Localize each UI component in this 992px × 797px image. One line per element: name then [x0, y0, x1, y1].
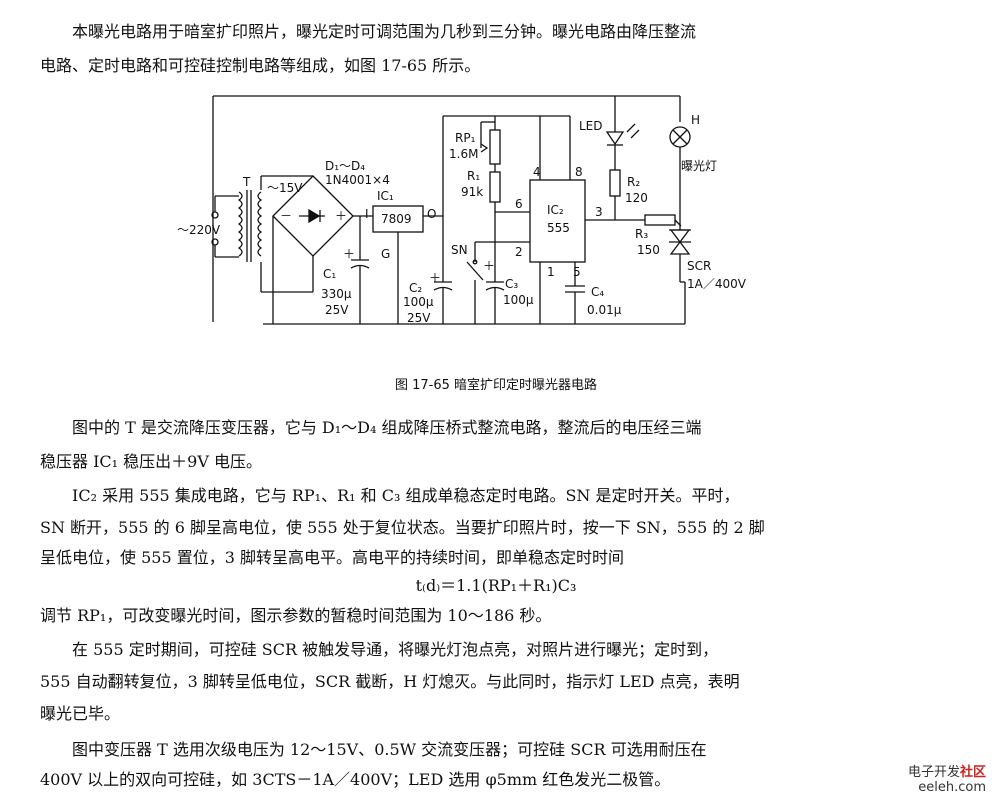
svg-text:＋: ＋: [483, 259, 495, 273]
led-label: LED: [579, 119, 603, 133]
c4-value: 0.01μ: [587, 303, 622, 317]
body-p5-line-2: 400V 以上的双向可控硅，如 3CTS－1A／400V；LED 选用 φ5mm…: [40, 770, 671, 789]
pin8-label: 8: [575, 165, 583, 179]
body-p4-line-1: 在 555 定时期间，可控硅 SCR 被触发导通，将曝光灯泡点亮，对照片进行曝光…: [72, 640, 719, 659]
r1-value: 91k: [461, 185, 483, 199]
intro-line-2: 电路、定时电路和可控硅控制电路等组成，如图 17-65 所示。: [40, 56, 481, 75]
watermark-text-2: 社区: [959, 765, 986, 780]
scr-value: 1A／400V: [687, 277, 747, 291]
ic2-timer: [529, 179, 586, 263]
sn-label: SN: [451, 243, 468, 257]
led-indicator: [605, 131, 625, 146]
scr-triac: [669, 229, 691, 244]
lamp-name-label: 曝光灯: [681, 159, 717, 173]
rp1-potentiometer: [489, 129, 501, 165]
svg-text:＋: ＋: [343, 247, 355, 261]
pin2-label: 2: [515, 245, 523, 259]
body-p5-line-1: 图中变压器 T 选用次级电压为 12～15V、0.5W 交流变压器；可控硅 SC…: [72, 740, 707, 759]
ic2-label: IC₂: [547, 203, 564, 217]
watermark-site: eeleh.com: [918, 780, 986, 795]
c1-label: C₁: [323, 267, 336, 281]
bridge-part-label: 1N4001×4: [325, 173, 390, 187]
c2-plate-bottom: [433, 286, 453, 291]
pin5-label: 5: [573, 265, 581, 279]
c2-value-2: 25V: [407, 311, 431, 325]
body-p1-line-1: 图中的 T 是交流降压变压器，它与 D₁～D₄ 组成降压桥式整流电路，整流后的电…: [72, 418, 702, 437]
c2-label: C₂: [409, 281, 422, 295]
ic1-label: IC₁: [377, 189, 394, 203]
c3-value: 100μ: [503, 293, 534, 307]
body-p2-line-3: 呈低电位，使 555 置位，3 脚转呈高电平。高电平的持续时间，即单稳态定时时间: [40, 548, 624, 567]
r3-value: 150: [637, 243, 660, 257]
site-watermark: 电子开发社区 eeleh.com: [908, 765, 986, 795]
scr-label: SCR: [687, 259, 711, 273]
pin4-label: 4: [533, 165, 541, 179]
sn-switch: [466, 261, 484, 281]
r2-resistor: [609, 169, 621, 197]
body-p4-line-3: 曝光已毕。: [40, 704, 121, 723]
body-p4-line-2: 555 自动翻转复位，3 脚转呈低电位，SCR 截断，H 灯熄灭。与此同时，指示…: [40, 672, 740, 691]
rp1-value: 1.6M: [449, 147, 478, 161]
secondary-label: ～15V: [267, 181, 303, 195]
r1-label: R₁: [467, 169, 480, 183]
c1-value-1: 330μ: [321, 287, 352, 301]
r2-label: R₂: [627, 175, 640, 189]
formula: t₍d₎＝1.1(RP₁＋R₁)C₃: [415, 576, 577, 595]
ic2-part-label: 555: [547, 221, 570, 235]
c1-plate-bottom: [350, 264, 370, 269]
pin3-label: 3: [595, 205, 603, 219]
transformer-primary: [237, 191, 243, 257]
c3-label: C₃: [505, 277, 518, 291]
transformer-secondary: [257, 191, 263, 257]
bridge-label: D₁～D₄: [325, 159, 365, 173]
intro-line-1: 本曝光电路用于暗室扩印照片，曝光定时可调范围为几秒到三分钟。曝光电路由降压整流: [72, 22, 697, 41]
c4-label: C₄: [591, 285, 604, 299]
circuit-diagram: ～220V T ～15V － ＋ D₁～D₄ 1N4001×4 ＋ C₁ 330…: [177, 95, 747, 325]
c3-plate-bottom: [485, 286, 505, 291]
body-p2-line-1: IC₂ 采用 555 集成电路，它与 RP₁、R₁ 和 C₃ 组成单稳态定时电路…: [72, 486, 740, 505]
c1-value-2: 25V: [325, 303, 349, 317]
pin1-label: 1: [547, 265, 555, 279]
watermark-text-1: 电子开发: [907, 765, 960, 780]
mains-label: ～220V: [177, 223, 221, 237]
r3-label: R₃: [635, 227, 648, 241]
body-p2-line-2: SN 断开，555 的 6 脚呈高电位，使 555 处于复位状态。当要扩印照片时…: [40, 518, 765, 537]
svg-text:－: －: [280, 209, 292, 223]
transformer-label: T: [242, 175, 251, 189]
bridge-diode-icon: [308, 208, 321, 224]
svg-text:＋: ＋: [429, 271, 441, 285]
figure-caption: 图 17-65 暗室扩印定时曝光器电路: [394, 378, 598, 393]
r3-resistor: [644, 214, 676, 226]
rp1-label: RP₁: [455, 131, 476, 145]
ic1-part-label: 7809: [381, 212, 412, 226]
body-p1-line-2: 稳压器 IC₁ 稳压出＋9V 电压。: [40, 452, 262, 471]
ic1-in-label: I: [365, 207, 369, 221]
ic1-gnd-label: G: [381, 247, 390, 261]
ic1-out-label: O: [427, 207, 436, 221]
r1-resistor: [489, 171, 501, 203]
lamp-label: H: [691, 113, 700, 127]
r2-value: 120: [625, 191, 648, 205]
svg-text:＋: ＋: [335, 209, 347, 223]
c2-value-1: 100μ: [403, 295, 434, 309]
pin6-label: 6: [515, 197, 523, 211]
body-p3-line-1: 调节 RP₁，可改变曝光时间，图示参数的暂稳时间范围为 10～186 秒。: [40, 606, 552, 625]
